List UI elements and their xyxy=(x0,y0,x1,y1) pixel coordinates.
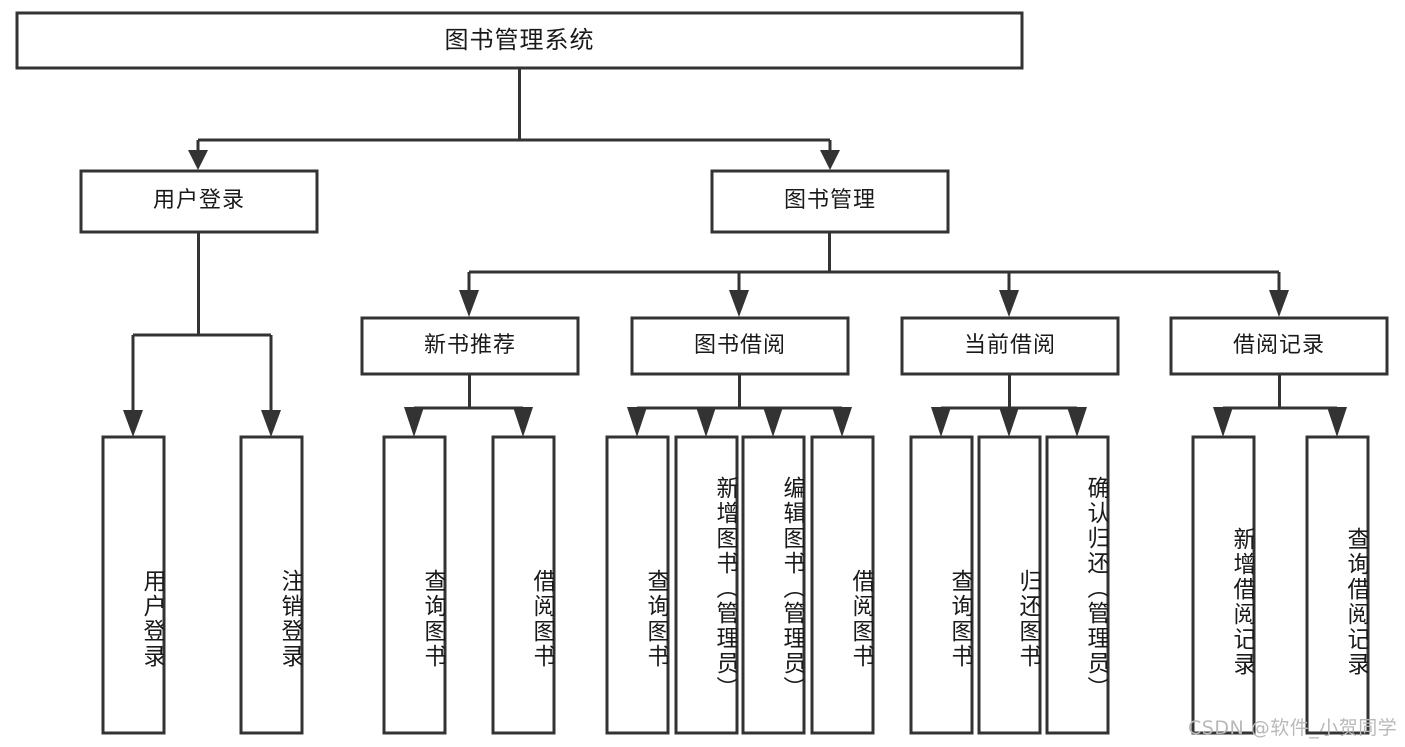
node-box-leaf-8[interactable] xyxy=(810,435,875,735)
arrowhead-leaf-4 xyxy=(513,407,533,437)
node-box-leaf-6[interactable] xyxy=(674,435,739,735)
node-box-leaf-11[interactable] xyxy=(1045,435,1110,735)
arrowhead-leaf-11 xyxy=(1067,407,1087,437)
node-box-login[interactable] xyxy=(79,169,319,234)
node-box-records[interactable] xyxy=(1169,316,1389,376)
arrowhead-leaf-6 xyxy=(696,407,716,437)
arrowhead-bookmgmt xyxy=(820,150,840,170)
arrowhead-borrow xyxy=(729,290,749,317)
node-box-leaf-9[interactable] xyxy=(909,435,974,735)
arrowhead-leaf-8 xyxy=(832,407,852,437)
node-box-leaf-12[interactable] xyxy=(1191,435,1256,735)
arrowhead-leaf-7 xyxy=(763,407,783,437)
arrowhead-leaf-1 xyxy=(123,410,143,437)
arrowhead-recommend xyxy=(459,290,479,317)
node-box-leaf-3[interactable] xyxy=(382,435,447,735)
node-box-leaf-13[interactable] xyxy=(1305,435,1370,735)
node-box-borrow[interactable] xyxy=(630,316,850,376)
arrowhead-records xyxy=(1269,290,1289,317)
node-box-leaf-10[interactable] xyxy=(977,435,1042,735)
arrowhead-leaf-3 xyxy=(404,407,424,437)
arrowhead-leaf-12 xyxy=(1213,407,1233,437)
arrowhead-leaf-5 xyxy=(627,407,647,437)
node-box-leaf-2[interactable] xyxy=(239,435,304,735)
arrowhead-leaf-9 xyxy=(931,407,951,437)
node-box-leaf-7[interactable] xyxy=(741,435,806,735)
node-box-leaf-5[interactable] xyxy=(605,435,670,735)
node-box-root[interactable] xyxy=(15,11,1024,70)
node-box-leaf-4[interactable] xyxy=(491,435,556,735)
arrowhead-login xyxy=(188,150,208,170)
arrowhead-leaf-2 xyxy=(261,410,281,437)
node-box-leaf-1[interactable] xyxy=(101,435,166,735)
node-box-recommend[interactable] xyxy=(360,316,580,376)
arrowhead-leaf-13 xyxy=(1327,407,1347,437)
node-box-bookmgmt[interactable] xyxy=(710,169,950,234)
arrowhead-current xyxy=(999,290,1019,317)
arrowhead-leaf-10 xyxy=(999,407,1019,437)
node-box-current[interactable] xyxy=(900,316,1120,376)
